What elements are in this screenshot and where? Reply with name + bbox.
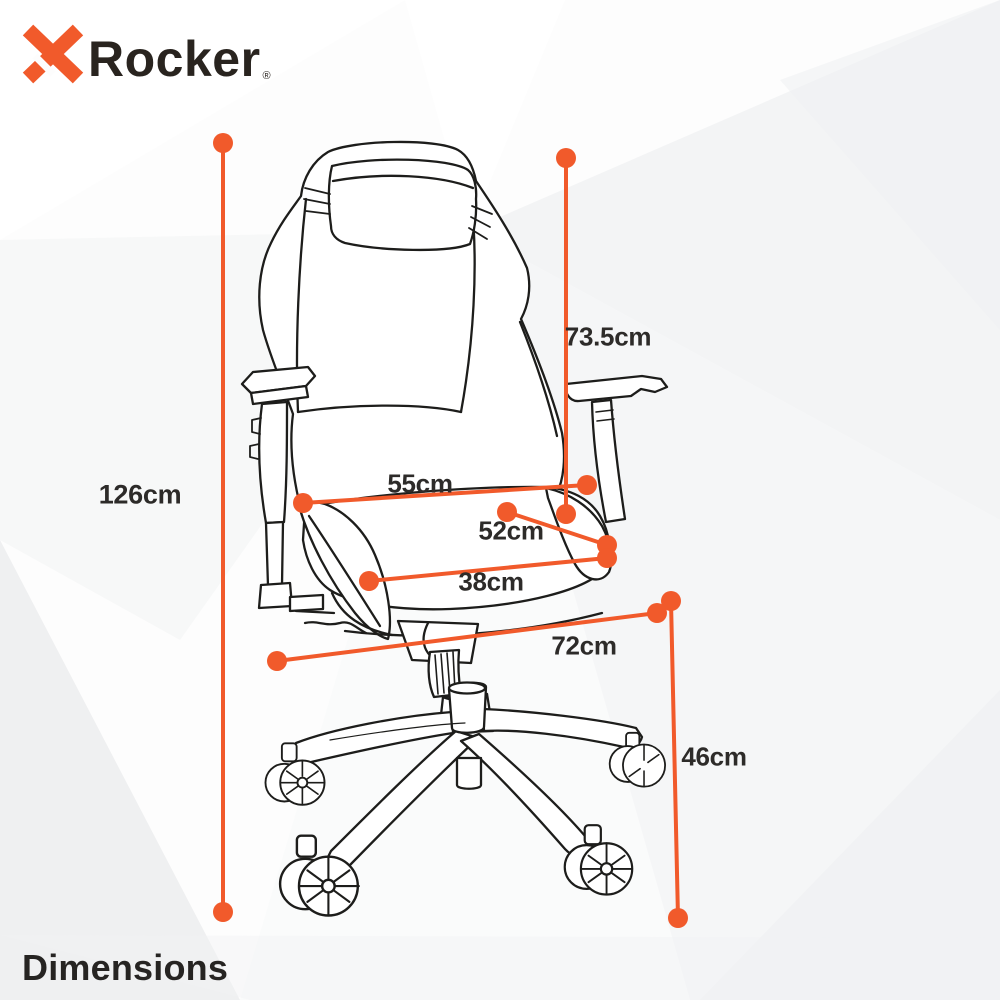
dimension-dot — [293, 493, 313, 513]
dimension-label-52cm: 52cm — [478, 515, 544, 546]
dimension-dot — [577, 475, 597, 495]
dimension-line-126cm — [213, 133, 233, 922]
dimension-dot — [668, 908, 688, 928]
dimension-label-73.5cm: 73.5cm — [564, 321, 652, 352]
chair-headrest-pillow — [303, 158, 493, 252]
caster-wheel-right — [608, 731, 666, 788]
caster-wheel-bottom-right — [563, 824, 634, 896]
base-leg-right — [481, 707, 644, 749]
dimension-label-38cm: 38cm — [458, 566, 524, 597]
brand-x-icon — [22, 24, 84, 84]
dimension-line-46cm — [661, 591, 688, 928]
dimension-label-46cm: 46cm — [681, 741, 747, 772]
dimension-dot — [647, 603, 667, 623]
dimension-label-55cm: 55cm — [387, 468, 453, 499]
brand-logo: Rocker ® — [18, 18, 271, 84]
caster-wheels — [264, 731, 666, 917]
dimension-dot — [556, 504, 576, 524]
dimension-dot — [267, 651, 287, 671]
dimension-dot — [213, 133, 233, 153]
dimension-label-72cm: 72cm — [551, 630, 617, 661]
dimension-line-73.5cm — [556, 148, 576, 524]
dimension-dot — [556, 148, 576, 168]
chair-armrest-left — [240, 365, 336, 615]
base-leg-bottom-right — [459, 732, 592, 857]
dimension-lines — [213, 133, 688, 928]
caster-wheel-left — [264, 742, 326, 806]
brand-wordmark: Rocker — [88, 31, 261, 87]
caster-wheel-bottom-left — [278, 834, 360, 917]
tilt-lever — [303, 621, 368, 635]
dimension-dot — [597, 548, 617, 568]
dimension-line-72cm — [267, 603, 667, 671]
base-leg-front-stub — [455, 756, 483, 790]
gaming-chair-line-drawing — [240, 140, 669, 917]
dimension-dot — [497, 502, 517, 522]
dimension-label-126cm: 126cm — [98, 479, 182, 510]
dimension-line-38cm — [359, 548, 617, 591]
registered-mark: ® — [262, 70, 271, 82]
chair-base — [288, 681, 644, 873]
dimension-line-55cm — [293, 475, 597, 513]
chair-backrest — [258, 140, 566, 515]
dimension-dot — [359, 571, 379, 591]
dimension-dot — [213, 902, 233, 922]
dimension-dot — [661, 591, 681, 611]
page-title: Dimensions — [22, 947, 229, 988]
